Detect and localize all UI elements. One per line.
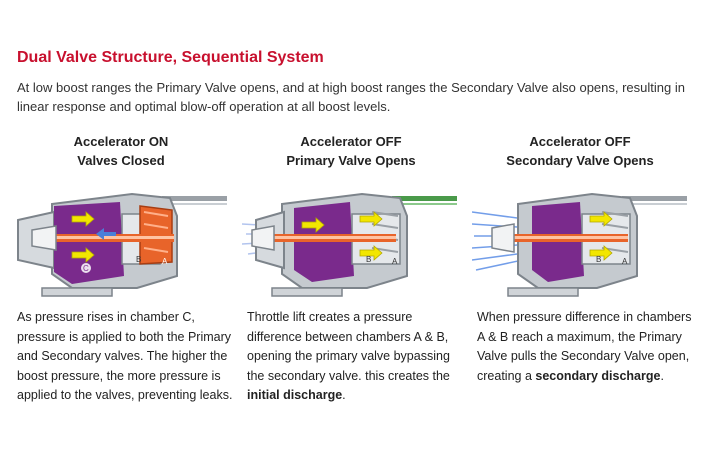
description-2-bold: initial discharge bbox=[247, 388, 343, 402]
column-heading-3: Accelerator OFF Secondary Valve Opens bbox=[475, 132, 685, 170]
valve-diagram-primary-open: B A bbox=[242, 176, 462, 304]
column-heading-2: Accelerator OFF Primary Valve Opens bbox=[246, 132, 456, 170]
column-heading-2-line1: Accelerator OFF bbox=[300, 134, 402, 149]
description-2-end: . bbox=[342, 388, 346, 402]
chamber-b-label-2: B bbox=[366, 255, 371, 264]
column-heading-3-line2: Secondary Valve Opens bbox=[506, 153, 654, 168]
column-heading-1-line2: Valves Closed bbox=[77, 153, 165, 168]
description-2-text: Throttle lift creates a pressure differe… bbox=[247, 310, 450, 383]
intro-text: At low boost ranges the Primary Valve op… bbox=[17, 80, 685, 114]
valve-diagram-closed: C B A bbox=[12, 176, 232, 304]
column-heading-1-line1: Accelerator ON bbox=[73, 134, 169, 149]
chamber-c-label: C bbox=[83, 264, 89, 273]
column-heading-2-line2: Primary Valve Opens bbox=[286, 153, 416, 168]
description-3-text: When pressure difference in chambers A &… bbox=[477, 310, 692, 383]
description-3-bold: secondary discharge bbox=[535, 368, 661, 383]
chamber-a-label-3: A bbox=[622, 257, 628, 266]
description-1-text: As pressure rises in chamber C, pressure… bbox=[17, 310, 233, 402]
chamber-b-label: B bbox=[136, 255, 141, 264]
column-heading-1: Accelerator ON Valves Closed bbox=[16, 132, 226, 170]
valve-diagram-secondary-open: B A bbox=[472, 176, 692, 304]
column-heading-3-line1: Accelerator OFF bbox=[529, 134, 631, 149]
chamber-a-label-2: A bbox=[392, 257, 398, 266]
column-description-3: When pressure difference in chambers A &… bbox=[477, 308, 697, 386]
column-description-1: As pressure rises in chamber C, pressure… bbox=[17, 308, 237, 406]
section-title: Dual Valve Structure, Sequential System bbox=[17, 49, 324, 66]
chamber-b-label-3: B bbox=[596, 255, 601, 264]
description-3-end: . bbox=[660, 368, 664, 383]
column-description-2: Throttle lift creates a pressure differe… bbox=[247, 308, 467, 406]
chamber-a-label: A bbox=[162, 257, 168, 266]
